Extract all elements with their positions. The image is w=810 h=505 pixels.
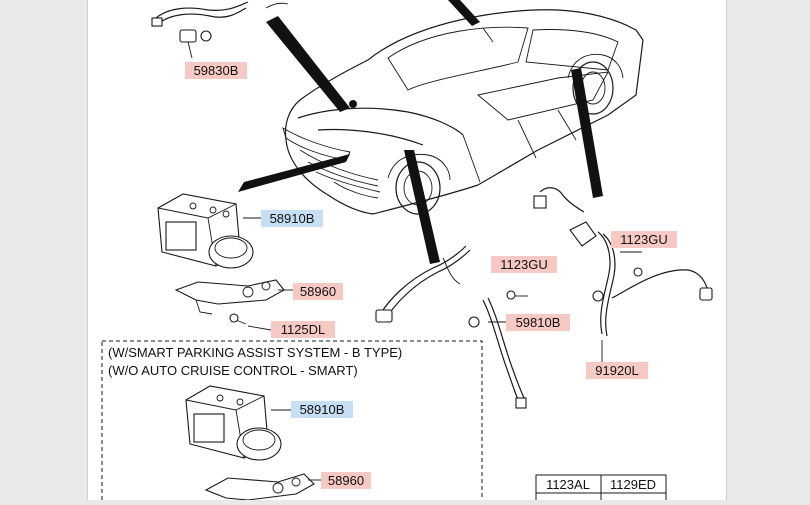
label-bg-91920L bbox=[586, 362, 648, 379]
abs-parts-diagram: 59830B 58910B 58960 1125DL 1123GU 59810B… bbox=[101, 0, 713, 505]
part-number-58910B-top[interactable]: 58910B bbox=[270, 211, 315, 226]
part-labels: 59830B 58910B 58960 1125DL 1123GU 59810B… bbox=[185, 62, 677, 489]
abs-bracket-top bbox=[174, 279, 293, 331]
pointer-wedge bbox=[238, 154, 350, 192]
variant-box bbox=[101, 340, 483, 505]
label-bg-59830B bbox=[185, 62, 247, 79]
pointer-wedge bbox=[266, 16, 350, 112]
car-illustration bbox=[282, 9, 644, 215]
label-bg-58960-top bbox=[293, 283, 343, 300]
front-sensor-harness bbox=[151, 1, 289, 59]
part-number-59830B[interactable]: 59830B bbox=[194, 63, 239, 78]
abs-bracket-variant bbox=[204, 473, 321, 501]
label-bg-58910B-top bbox=[261, 210, 323, 227]
label-bg-1123GU-mid bbox=[491, 256, 557, 273]
rear-right-sensor bbox=[533, 187, 713, 362]
label-bg-59810B bbox=[506, 314, 570, 331]
part-number-91920L[interactable]: 91920L bbox=[595, 363, 638, 378]
part-number-58910B-box[interactable]: 58910B bbox=[300, 402, 345, 417]
part-number-59810B[interactable]: 59810B bbox=[516, 315, 561, 330]
part-number-1125DL[interactable]: 1125DL bbox=[281, 322, 326, 337]
table-header-1123AL: 1123AL bbox=[546, 477, 590, 492]
table-header-1129ED: 1129ED bbox=[610, 477, 656, 492]
pointer-wedges bbox=[238, 0, 603, 264]
part-number-58960-top[interactable]: 58960 bbox=[300, 284, 336, 299]
pointer-wedge bbox=[571, 68, 603, 198]
abs-module-variant bbox=[185, 385, 291, 461]
part-number-1123GU-mid[interactable]: 1123GU bbox=[500, 257, 547, 272]
pointer-wedge bbox=[448, 0, 480, 26]
label-bg-1125DL bbox=[271, 321, 335, 338]
label-bg-1123GU-right bbox=[611, 231, 677, 248]
variant-line-2: (W/O AUTO CRUISE CONTROL - SMART) bbox=[108, 363, 358, 378]
fastener-table: 1123AL 1129ED bbox=[535, 474, 667, 505]
part-number-1123GU-right[interactable]: 1123GU bbox=[620, 232, 667, 247]
rear-left-sensor bbox=[375, 245, 528, 409]
pointer-wedge bbox=[404, 150, 440, 264]
label-bg-58960-box bbox=[321, 472, 371, 489]
label-bg-58910B-box bbox=[291, 401, 353, 418]
part-number-58960-box[interactable]: 58960 bbox=[328, 473, 364, 488]
parts-diagram-page: 59830B 58910B 58960 1125DL 1123GU 59810B… bbox=[87, 0, 727, 505]
abs-module-top bbox=[157, 193, 261, 269]
variant-line-1: (W/SMART PARKING ASSIST SYSTEM - B TYPE) bbox=[108, 345, 402, 360]
